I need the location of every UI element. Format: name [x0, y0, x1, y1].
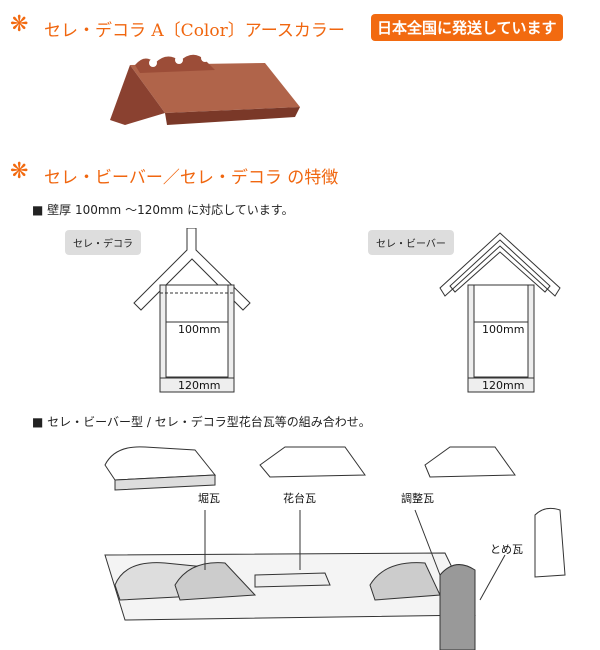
inner-width-label: 100mm	[482, 323, 525, 336]
flower-icon: ❋	[10, 12, 29, 37]
label-tome-gawara: とめ瓦	[490, 543, 523, 556]
product-image	[110, 54, 300, 125]
beaver-section-diagram	[439, 232, 561, 393]
section-title: セレ・ビーバー／セレ・デコラ の特徴	[44, 168, 339, 188]
beaver-label: セレ・ビーバー	[368, 230, 454, 255]
label-kadai-gawara: 花台瓦	[283, 492, 316, 505]
decora-label: セレ・デコラ	[65, 230, 141, 255]
wall-thickness-note: ■ 壁厚 100mm ～120mm に対応しています。	[32, 203, 294, 217]
label-hori-gawara: 堀瓦	[198, 492, 220, 505]
flower-icon: ❋	[10, 159, 29, 184]
label-chosei-gawara: 調整瓦	[401, 492, 434, 505]
outer-width-label: 120mm	[178, 379, 221, 392]
combination-diagram	[104, 446, 566, 650]
decora-section-diagram	[133, 228, 251, 393]
shipping-badge: 日本全国に発送しています	[371, 14, 563, 41]
combination-note: ■ セレ・ビーバー型 / セレ・デコラ型花台瓦等の組み合わせ。	[32, 415, 371, 429]
outer-width-label: 120mm	[482, 379, 525, 392]
inner-width-label: 100mm	[178, 323, 221, 336]
page-title: セレ・デコラ A〔Color〕アースカラー	[44, 21, 345, 41]
